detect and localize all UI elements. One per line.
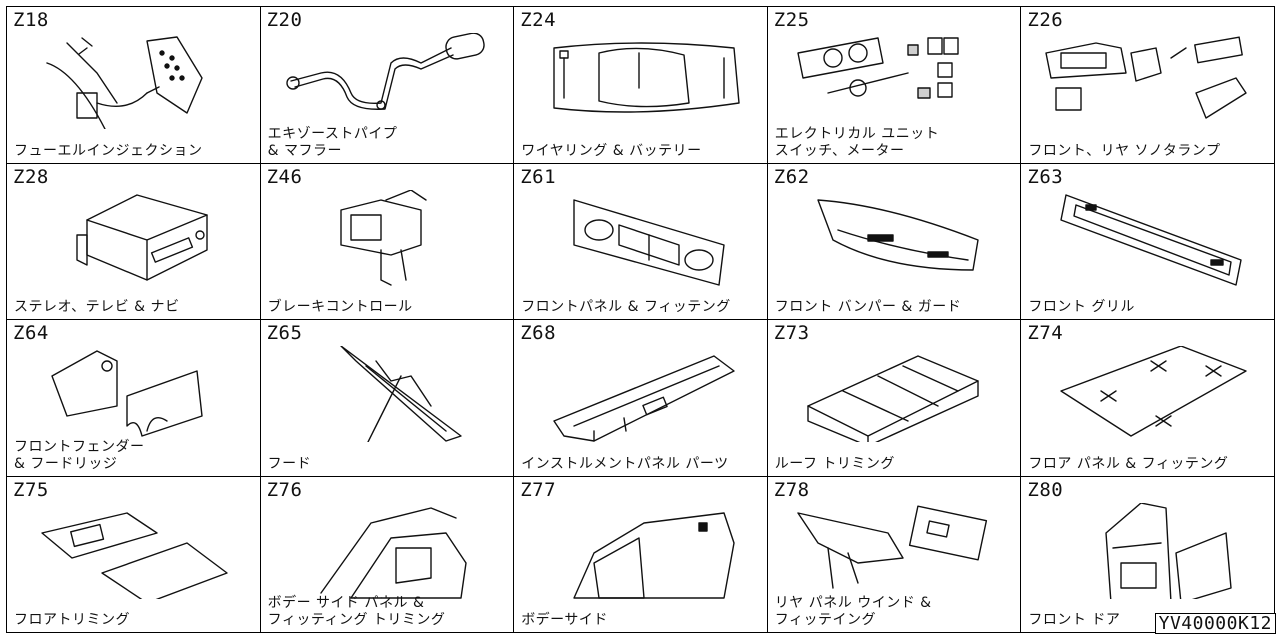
- floor-panel-illustration: [1041, 345, 1251, 442]
- catalog-cell-z80[interactable]: Z80 フロント ドア: [1021, 476, 1275, 633]
- lamps-illustration: [1041, 33, 1251, 129]
- part-group-name: フューエルインジェクション: [14, 142, 203, 159]
- part-group-code: Z25: [773, 9, 810, 31]
- part-group-name: ルーフ トリミング: [774, 455, 895, 472]
- front-fender-illustration: [27, 346, 237, 442]
- part-group-code: Z20: [266, 9, 303, 31]
- part-group-code: Z73: [773, 322, 810, 344]
- wiring-battery-illustration: [534, 33, 744, 129]
- part-group-code: Z63: [1027, 165, 1064, 188]
- part-group-name: フロント ドア: [1028, 612, 1121, 628]
- exhaust-pipe-muffler-illustration: [281, 32, 491, 129]
- front-bumper-illustration: [788, 190, 998, 286]
- part-group-code: Z18: [13, 9, 49, 31]
- catalog-cell-z26[interactable]: Z26 フロント、リヤ ソノタランプ: [1021, 7, 1275, 164]
- stereo-illustration: [27, 190, 237, 286]
- part-group-code: Z46: [266, 165, 303, 188]
- catalog-cell-z62[interactable]: Z62 フロント バンパー & ガード: [767, 163, 1022, 320]
- catalog-cell-z63[interactable]: Z63 フロント グリル: [1021, 163, 1275, 320]
- part-group-code: Z65: [266, 322, 303, 344]
- catalog-cell-z18[interactable]: Z18 フューエルインジェクション: [7, 7, 261, 164]
- part-group-code: Z74: [1027, 322, 1064, 344]
- part-group-name: ボデー サイド パネル &フィッティング トリミング: [267, 595, 446, 628]
- front-grille-illustration: [1041, 190, 1251, 286]
- part-group-code: Z78: [773, 478, 810, 501]
- catalog-cell-z75[interactable]: Z75 フロアトリミング: [7, 476, 261, 633]
- part-group-name: フロア パネル & フィッテング: [1028, 455, 1229, 472]
- roof-trimming-illustration: [788, 346, 998, 447]
- part-group-code: Z61: [520, 165, 557, 188]
- catalog-cell-z28[interactable]: Z28 ステレオ、テレビ & ナビ: [7, 163, 261, 320]
- part-group-code: Z68: [520, 322, 557, 344]
- front-panel-illustration: [534, 190, 744, 286]
- part-group-code: Z76: [266, 478, 303, 501]
- part-group-name: ステレオ、テレビ & ナビ: [14, 299, 180, 315]
- sheet-code: YV40000K12: [1154, 613, 1276, 634]
- part-group-code: Z24: [520, 9, 557, 31]
- front-door-illustration: [1041, 501, 1251, 604]
- part-group-code: Z75: [13, 478, 49, 501]
- part-group-code: Z77: [520, 478, 557, 501]
- instrument-panel-illustration: [534, 346, 744, 442]
- part-group-name: フロントフェンダー& フードリッジ: [14, 438, 145, 472]
- catalog-cell-z68[interactable]: Z68 インストルメントパネル パーツ: [514, 320, 768, 477]
- part-group-name: ボデーサイド: [521, 612, 608, 628]
- catalog-cell-z20[interactable]: Z20 エキゾーストパイプ& マフラー: [260, 7, 515, 164]
- part-group-code: Z80: [1027, 478, 1064, 501]
- rear-panel-window-illustration: [788, 503, 998, 599]
- electrical-unit-illustration: [788, 33, 998, 129]
- part-group-name: エレクトリカル ユニットスイッチ、メーター: [774, 125, 940, 159]
- catalog-cell-z61[interactable]: Z61 フロントパネル & フィッテング: [514, 163, 768, 320]
- part-group-code: Z64: [13, 322, 49, 344]
- part-group-name: フロント、リヤ ソノタランプ: [1028, 142, 1221, 159]
- part-group-name: エキゾーストパイプ& マフラー: [267, 125, 398, 159]
- part-group-name: リヤ パネル ウインド &フィッテイング: [774, 595, 932, 628]
- catalog-cell-z74[interactable]: Z74 フロア パネル & フィッテング: [1021, 320, 1275, 477]
- body-side-panel-illustration: [281, 503, 491, 599]
- catalog-cell-z64[interactable]: Z64 フロントフェンダー& フードリッジ: [7, 320, 261, 477]
- catalog-cell-z46[interactable]: Z46 ブレーキコントロール: [260, 163, 515, 320]
- body-side-illustration: [534, 503, 744, 599]
- hood-illustration: [281, 345, 491, 447]
- part-group-name: ブレーキコントロール: [267, 299, 413, 315]
- part-group-name: フロント グリル: [1028, 299, 1135, 315]
- part-group-name: インストルメントパネル パーツ: [521, 455, 729, 472]
- catalog-cell-z76[interactable]: Z76 ボデー サイド パネル &フィッティング トリミング: [260, 476, 515, 633]
- part-group-code: Z26: [1027, 9, 1064, 31]
- floor-trimming-illustration: [27, 503, 237, 604]
- part-group-name: ワイヤリング & バッテリー: [521, 142, 702, 159]
- brake-control-illustration: [281, 188, 491, 286]
- part-group-name: フロントパネル & フィッテング: [521, 299, 731, 315]
- catalog-cell-z24[interactable]: Z24 ワイヤリング & バッテリー: [514, 7, 768, 164]
- parts-catalog-grid: Z18 フューエルインジェクション Z20 エキ: [6, 6, 1275, 633]
- part-group-code: Z28: [13, 165, 49, 188]
- part-group-code: Z62: [773, 165, 810, 188]
- part-group-name: フロアトリミング: [14, 612, 130, 628]
- catalog-cell-z65[interactable]: Z65 フード: [260, 320, 515, 477]
- catalog-cell-z78[interactable]: Z78 リヤ パネル ウインド &フィッテイング: [767, 476, 1022, 633]
- catalog-cell-z73[interactable]: Z73 ルーフ トリミング: [767, 320, 1022, 477]
- part-group-name: フロント バンパー & ガード: [774, 299, 962, 315]
- fuel-injection-illustration: [27, 33, 237, 134]
- part-group-name: フード: [267, 455, 312, 472]
- catalog-cell-z25[interactable]: Z25 エレクトリカル ユニットスイッチ、メーター: [767, 7, 1022, 164]
- catalog-cell-z77[interactable]: Z77 ボデーサイド: [514, 476, 768, 633]
